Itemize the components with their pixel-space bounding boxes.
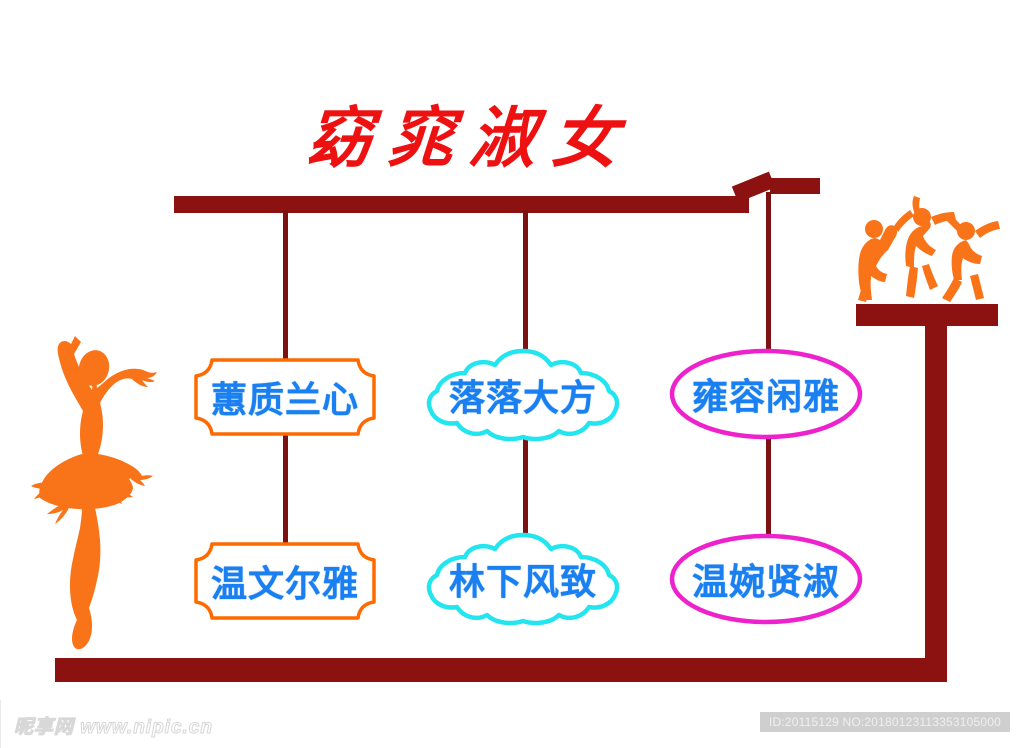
node-lin-xia-feng-zhi[interactable]: 林下风致 <box>423 529 623 629</box>
node-wen-wan-xian-shu[interactable]: 温婉贤淑 <box>668 533 864 625</box>
node-label: 林下风致 <box>448 562 597 603</box>
node-luo-luo-da-fang[interactable]: 落落大方 <box>423 345 623 445</box>
node-label: 雍容闲雅 <box>691 377 840 418</box>
connector-stem-col3-top <box>766 192 771 354</box>
connector-stem-col2-top <box>523 210 528 358</box>
image-id-badge: ID:20115129 NO:20180123113353105000 <box>759 712 1010 732</box>
footer-watermark-bar: 昵享网 www.nipic.cn ID:20115129 NO:20180123… <box>0 700 1024 748</box>
node-label: 温文尔雅 <box>210 564 359 605</box>
connector-stem-col3-mid <box>766 434 771 546</box>
site-watermark: 昵享网 www.nipic.cn <box>14 717 213 739</box>
ellipse-shape-icon <box>669 348 863 440</box>
top-beam-left <box>174 196 749 213</box>
right-vertical-post <box>925 322 947 662</box>
cloud-shape-icon <box>426 532 620 626</box>
node-yong-rong-xian-ya[interactable]: 雍容闲雅 <box>668 348 864 440</box>
connector-stem-col1-mid <box>283 432 288 550</box>
node-label: 温婉贤淑 <box>691 562 840 603</box>
node-label: 落落大方 <box>448 378 597 419</box>
three-dancers-silhouette-icon <box>858 196 1000 302</box>
page-title: 窈窕淑女 <box>303 99 637 177</box>
top-beam-right <box>770 178 820 194</box>
node-wen-wen-er-ya[interactable]: 温文尔雅 <box>192 540 378 622</box>
bottom-beam <box>55 658 947 682</box>
notched-frame-icon <box>194 358 376 436</box>
node-label: 蕙质兰心 <box>210 380 359 421</box>
notched-frame-icon <box>194 542 376 620</box>
cloud-shape-icon <box>426 348 620 442</box>
connector-stem-col1-top <box>283 210 288 362</box>
footer-divider <box>0 700 1 748</box>
node-hui-zhi-lan-xin[interactable]: 蕙质兰心 <box>192 356 378 438</box>
ballerina-silhouette-icon <box>31 336 157 650</box>
ellipse-shape-icon <box>669 533 863 625</box>
connector-stem-col2-mid <box>523 434 528 544</box>
dancers-platform <box>856 304 998 326</box>
